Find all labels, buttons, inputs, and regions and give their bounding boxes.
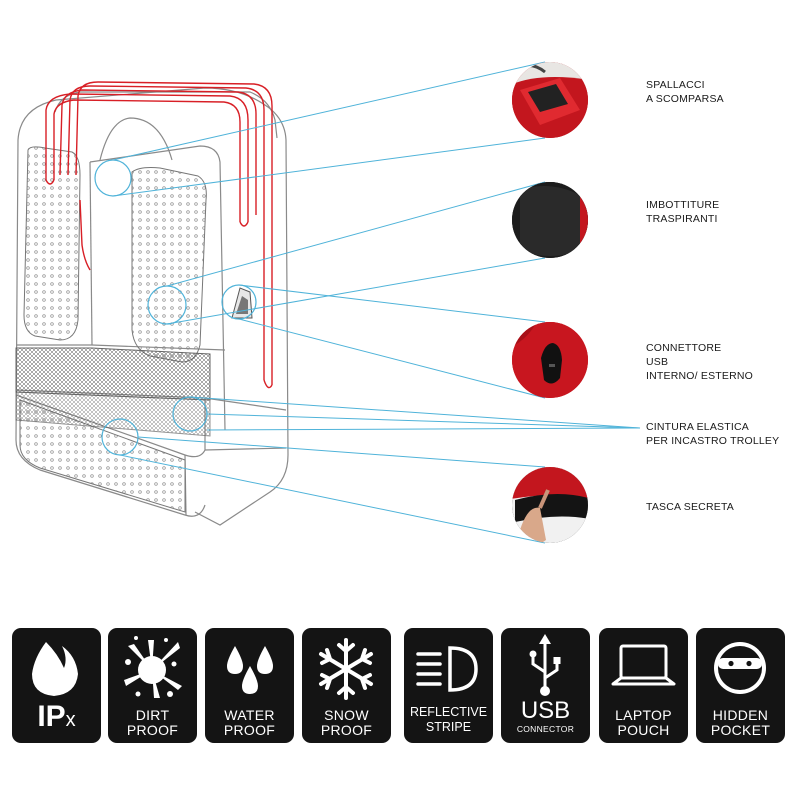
- padding-panels: [19, 146, 207, 513]
- badge-line: SNOW: [324, 707, 369, 723]
- badge-ipx-sub: x: [65, 709, 76, 731]
- badge-dirt-proof: DIRT PROOF: [108, 628, 197, 743]
- badge-line: STRIPE: [425, 720, 472, 734]
- feature-label-elastic-belt: CINTURA ELASTICA PER INCASTRO TROLLEY: [646, 420, 779, 448]
- laptop-icon: [611, 644, 676, 686]
- badge-line: HIDDEN: [712, 707, 769, 723]
- feature-label-line: PER INCASTRO TROLLEY: [646, 435, 780, 447]
- feature-label-padding: IMBOTTITURE TRASPIRANTI: [646, 198, 719, 226]
- badge-dirt-proof-label: DIRT PROOF: [108, 708, 197, 738]
- badge-reflective-stripe: REFLECTIVE STRIPE: [404, 628, 493, 743]
- badge-usb-connector-label: USB CONNECTOR: [501, 697, 590, 735]
- feature-label-line: INTERNO/ ESTERNO: [646, 370, 754, 382]
- shoulder-straps: [45, 81, 273, 389]
- badge-ipx-main: IP: [37, 700, 66, 733]
- detail-photo-hidden-pocket: [512, 467, 588, 543]
- water-drops-icon: [227, 646, 273, 694]
- badge-hidden-pocket: HIDDEN POCKET: [696, 628, 785, 743]
- badge-line: POCKET: [710, 722, 771, 738]
- badge-line: PROOF: [223, 722, 276, 738]
- dirt-splat-icon: [124, 636, 182, 698]
- feature-label-line: TASCA SECRETA: [646, 501, 734, 513]
- badge-usb-main: USB: [520, 697, 571, 724]
- detail-photo-padding: [512, 182, 588, 258]
- water-drop-icon: [32, 642, 78, 696]
- ninja-icon: [714, 642, 766, 694]
- badge-hidden-pocket-label: HIDDEN POCKET: [696, 708, 785, 738]
- backpack-diagram: [15, 61, 641, 544]
- feature-label-usb: CONNETTORE USB INTERNO/ ESTERNO: [646, 341, 753, 383]
- badge-ipx-label: IPx: [12, 700, 101, 737]
- badge-usb-connector: USB CONNECTOR: [501, 628, 590, 743]
- feature-label-line: USB: [646, 356, 669, 368]
- feature-badges: IPx DIRT PROOF: [12, 628, 788, 743]
- badge-line: PROOF: [126, 722, 179, 738]
- badge-laptop-pouch-label: LAPTOP POUCH: [599, 708, 688, 738]
- badge-line: POUCH: [617, 722, 670, 738]
- feature-label-line: CINTURA ELASTICA: [646, 421, 749, 433]
- badge-line: PROOF: [320, 722, 373, 738]
- usb-icon: [529, 634, 561, 696]
- badge-water-proof: WATER PROOF: [205, 628, 294, 743]
- badge-snow-proof: SNOW PROOF: [302, 628, 391, 743]
- usb-port-sketch: [231, 287, 253, 319]
- reflective-light-icon: [416, 646, 478, 692]
- feature-label-shoulder-straps: SPALLACCI A SCOMPARSA: [646, 78, 724, 106]
- feature-label-line: CONNETTORE: [646, 342, 722, 354]
- badge-usb-sub: CONNECTOR: [516, 724, 575, 734]
- badge-laptop-pouch: LAPTOP POUCH: [599, 628, 688, 743]
- snowflake-icon: [319, 638, 373, 700]
- feature-label-line: TRASPIRANTI: [646, 213, 718, 225]
- badge-reflective-stripe-label: REFLECTIVE STRIPE: [404, 705, 493, 735]
- badge-line: LAPTOP: [615, 707, 672, 723]
- badge-line: DIRT: [135, 707, 170, 723]
- badge-snow-proof-label: SNOW PROOF: [302, 708, 391, 738]
- badge-line: REFLECTIVE: [409, 705, 488, 719]
- elastic-mesh-belt: [15, 347, 211, 437]
- feature-label-hidden-pocket: TASCA SECRETA: [646, 500, 734, 514]
- detail-photo-shoulder-straps: [512, 62, 588, 138]
- badge-water-proof-label: WATER PROOF: [205, 708, 294, 738]
- feature-label-line: A SCOMPARSA: [646, 93, 724, 105]
- feature-label-line: SPALLACCI: [646, 79, 705, 91]
- leader-lines: [112, 61, 641, 544]
- badge-ipx: IPx: [12, 628, 101, 743]
- feature-label-line: IMBOTTITURE: [646, 199, 720, 211]
- badge-line: WATER: [224, 707, 275, 723]
